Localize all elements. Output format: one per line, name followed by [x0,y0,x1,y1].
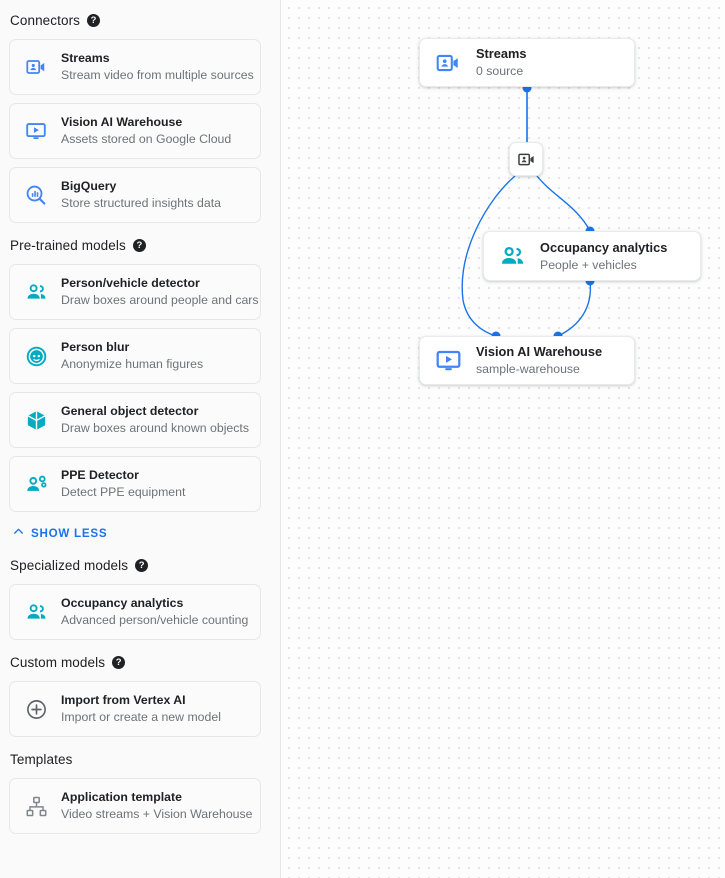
node-subtitle: People + vehicles [540,257,637,272]
show-less-button[interactable]: SHOW LESS [12,523,261,543]
node-text: Occupancy analytics People + vehicles [540,240,667,273]
card-subtitle: Draw boxes around known objects [61,421,249,435]
card-text: Person blur Anonymize human figures [61,340,203,372]
card-text: General object detector Draw boxes aroun… [61,404,249,436]
section-header-templates: Templates [9,750,261,769]
section-header-custom-models: Custom models ? [9,653,261,672]
edge-badge-to-occupancy [536,175,591,232]
monitor-play-icon [434,347,462,375]
card-subtitle: Import or create a new model [61,710,221,724]
card-subtitle: Detect PPE equipment [61,485,186,499]
chevron-up-icon [12,525,25,541]
connector-card-streams[interactable]: Streams Stream video from multiple sourc… [9,39,261,95]
port-streams-output[interactable] [522,83,532,93]
node-title: Vision AI Warehouse [476,344,603,359]
section-title: Specialized models [10,558,129,573]
card-title: BigQuery [61,179,117,193]
help-icon[interactable]: ? [112,656,126,669]
section-title: Connectors [10,13,81,28]
person-vehicle-icon [24,600,48,624]
node-subtitle: 0 source [476,64,524,78]
section-title: Templates [10,752,73,767]
section-header-specialized-models: Specialized models ? [9,556,261,575]
card-subtitle: Draw boxes around people and cars [61,293,259,307]
graph-canvas[interactable]: Streams 0 source [281,0,725,878]
node-subtitle: sample-warehouse [476,362,580,376]
model-card-person-vehicle-detector[interactable]: Person/vehicle detector Draw boxes aroun… [9,264,261,320]
card-title: General object detector [61,404,199,418]
help-icon[interactable]: ? [135,559,149,572]
component-sidebar: Connectors ? Streams Stream video from m… [0,0,281,878]
card-title: Person/vehicle detector [61,276,200,290]
model-card-person-blur[interactable]: Person blur Anonymize human figures [9,328,261,384]
graph-node-occupancy-analytics[interactable]: Occupancy analytics People + vehicles [483,231,701,281]
card-text: BigQuery Store structured insights data [61,179,221,211]
node-text: Streams 0 source [476,46,527,79]
card-subtitle: Advanced person/vehicle counting [61,613,249,627]
connector-card-bigquery[interactable]: BigQuery Store structured insights data [9,167,261,223]
section-header-pre-trained-models: Pre-trained models ? [9,236,261,255]
graph-edges [461,88,592,337]
edge-occupancy-to-warehouse [557,280,592,337]
video-camera-person-icon [517,150,536,169]
card-title: Vision AI Warehouse [61,115,183,129]
card-subtitle: Video streams + Vision Warehouse [61,807,253,821]
card-title: Streams [61,51,110,65]
model-card-ppe-detector[interactable]: PPE Detector Detect PPE equipment [9,456,261,512]
node-title: Occupancy analytics [540,239,668,255]
section-header-connectors: Connectors ? [9,11,261,30]
template-card-application-template[interactable]: Application template Video streams + Vis… [9,778,261,834]
card-text: Import from Vertex AI Import or create a… [61,693,221,725]
card-title: Person blur [61,340,130,354]
graph-badge-stream-connector[interactable] [509,142,543,176]
plus-circle-icon [24,697,48,721]
node-text: Vision AI Warehouse sample-warehouse [476,344,602,377]
section-title: Pre-trained models [10,238,126,253]
video-camera-person-icon [434,49,462,77]
connector-card-vision-ai-warehouse[interactable]: Vision AI Warehouse Assets stored on Goo… [9,103,261,159]
node-title: Streams [476,46,527,61]
card-text: Person/vehicle detector Draw boxes aroun… [61,276,259,308]
bigquery-magnifier-icon [24,183,48,207]
graph-node-streams[interactable]: Streams 0 source [419,38,635,87]
card-title: PPE Detector [61,468,139,482]
card-text: Vision AI Warehouse Assets stored on Goo… [61,115,231,147]
help-icon[interactable]: ? [132,239,146,252]
person-vehicle-icon [498,242,526,270]
card-title: Occupancy analytics [61,596,184,610]
model-card-general-object-detector[interactable]: General object detector Draw boxes aroun… [9,392,261,448]
video-camera-person-icon [24,55,48,79]
card-subtitle: Stream video from multiple sources [61,68,254,82]
card-text: Application template Video streams + Vis… [61,790,253,822]
model-card-occupancy-analytics[interactable]: Occupancy analytics Advanced person/vehi… [9,584,261,640]
hierarchy-template-icon [24,794,48,818]
card-subtitle: Anonymize human figures [61,357,204,371]
custom-model-card-import-from-vertex-ai[interactable]: Import from Vertex AI Import or create a… [9,681,261,737]
card-subtitle: Assets stored on Google Cloud [61,132,232,146]
card-title: Application template [61,790,182,804]
ppe-person-gear-icon [24,472,48,496]
person-vehicle-icon [24,280,48,304]
card-subtitle: Store structured insights data [61,196,221,210]
monitor-play-icon [24,119,48,143]
card-title: Import from Vertex AI [61,693,186,707]
section-title: Custom models [10,655,106,670]
card-text: PPE Detector Detect PPE equipment [61,468,185,500]
card-text: Occupancy analytics Advanced person/vehi… [61,596,249,628]
graph-node-vision-ai-warehouse[interactable]: Vision AI Warehouse sample-warehouse [419,336,635,385]
help-icon[interactable]: ? [87,14,101,27]
show-less-label: SHOW LESS [31,526,108,540]
port-occupancy-output[interactable] [585,276,595,286]
card-text: Streams Stream video from multiple sourc… [61,51,254,83]
person-blur-face-icon [24,344,48,368]
cube-box-icon [24,408,48,432]
